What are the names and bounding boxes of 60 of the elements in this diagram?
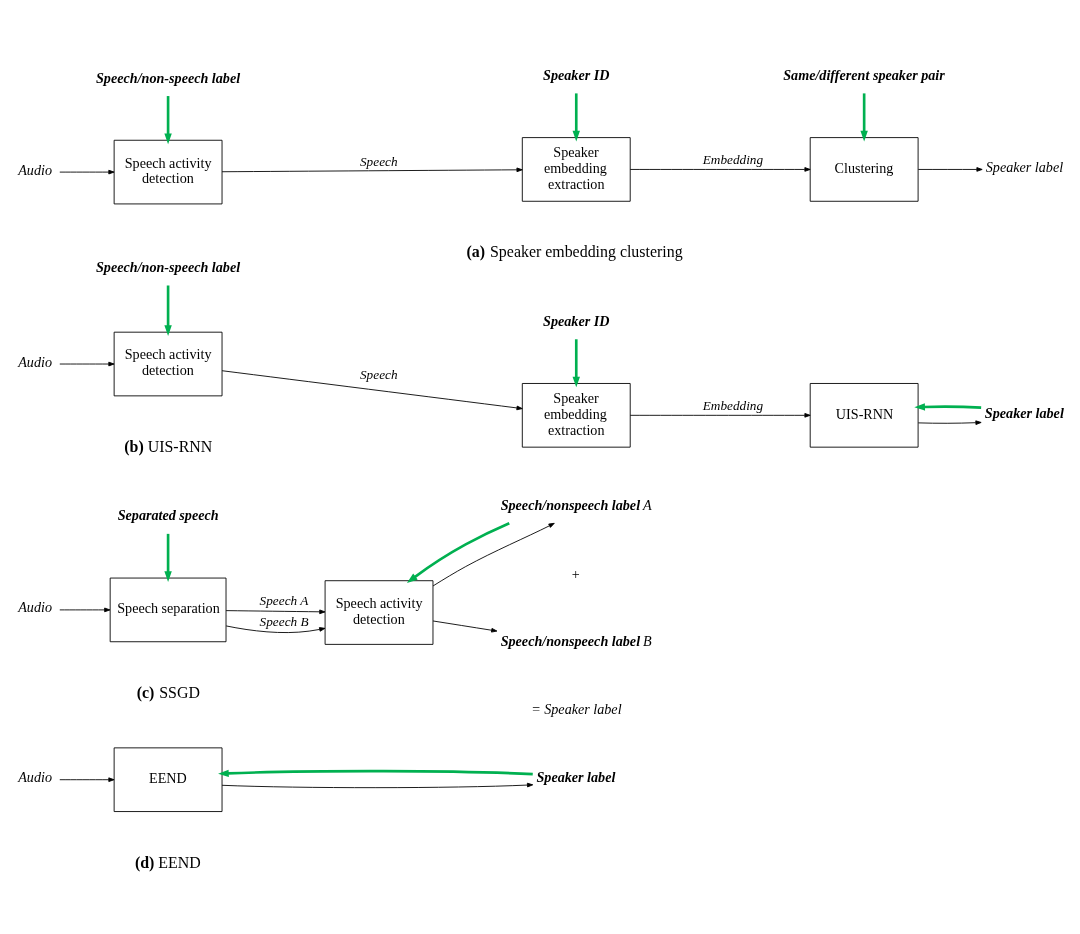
arrow bbox=[59, 361, 115, 366]
node-box: Speaker embedding extraction bbox=[521, 136, 631, 202]
edge-label: Speech B bbox=[259, 613, 309, 629]
node-text: Speaker ID bbox=[543, 66, 610, 83]
arrow bbox=[218, 769, 533, 777]
edge-label: Embedding bbox=[702, 151, 764, 167]
arrow bbox=[164, 95, 172, 144]
arrow bbox=[629, 166, 811, 172]
edge-label: Embedding bbox=[702, 397, 764, 413]
arrow bbox=[917, 166, 983, 172]
arrow bbox=[432, 620, 498, 633]
node-text: Speech/non-speech label bbox=[96, 69, 241, 86]
arrow bbox=[432, 522, 555, 586]
node-text: Audio bbox=[18, 353, 52, 369]
node-box: Speech separation bbox=[109, 577, 227, 642]
node-box: Speech activity detection bbox=[113, 331, 223, 396]
arrow bbox=[221, 369, 523, 410]
arrow bbox=[225, 624, 326, 633]
node-text: Separated speech bbox=[117, 506, 219, 523]
node-box: Clustering bbox=[809, 136, 919, 202]
label: (c) SSGD bbox=[136, 683, 200, 701]
node-box: Speech activity detection bbox=[113, 139, 223, 204]
node-box: EEND bbox=[113, 746, 223, 812]
label: = Speaker label bbox=[531, 700, 622, 717]
node-text: Speaker label bbox=[984, 404, 1064, 421]
node-text: Speaker label bbox=[985, 158, 1064, 175]
node-text: Audio bbox=[18, 598, 52, 615]
arrow bbox=[860, 92, 868, 141]
arrow bbox=[572, 338, 580, 387]
label: + bbox=[571, 565, 580, 582]
arrow bbox=[917, 419, 982, 425]
node-text: Speaker ID bbox=[543, 312, 610, 329]
node-text: Audio bbox=[18, 161, 52, 178]
arrow bbox=[221, 782, 534, 788]
arrow bbox=[225, 609, 326, 614]
node-text: Speech/nonspeech label B bbox=[500, 632, 652, 649]
node-text: Speech/non-speech label bbox=[96, 258, 241, 275]
edge-label: Speech bbox=[360, 366, 398, 382]
edge-label: Speech bbox=[360, 153, 398, 169]
node-text: Same/different speaker pair bbox=[783, 66, 945, 83]
node-text: Speaker label bbox=[536, 768, 616, 785]
label: (a) Speaker embedding clustering bbox=[466, 242, 683, 260]
arrow bbox=[59, 776, 115, 782]
node-box: Speech activity detection bbox=[324, 579, 434, 645]
edge-label: Speech A bbox=[259, 592, 309, 608]
arrow bbox=[406, 521, 510, 583]
arrow bbox=[59, 607, 111, 612]
node-text: Audio bbox=[18, 768, 52, 785]
arrow bbox=[59, 169, 115, 174]
label: (b) UIS-RNN bbox=[124, 437, 213, 455]
node-box: UIS-RNN bbox=[809, 382, 919, 448]
arrow bbox=[164, 285, 172, 336]
node-box: Speaker embedding extraction bbox=[521, 382, 631, 448]
arrow bbox=[629, 412, 811, 418]
arrow bbox=[572, 92, 580, 141]
label: (d) EEND bbox=[134, 853, 201, 871]
node-text: Speech/nonspeech label A bbox=[500, 496, 652, 513]
arrow bbox=[164, 533, 172, 582]
arrow bbox=[221, 167, 523, 172]
arrow bbox=[914, 402, 982, 411]
